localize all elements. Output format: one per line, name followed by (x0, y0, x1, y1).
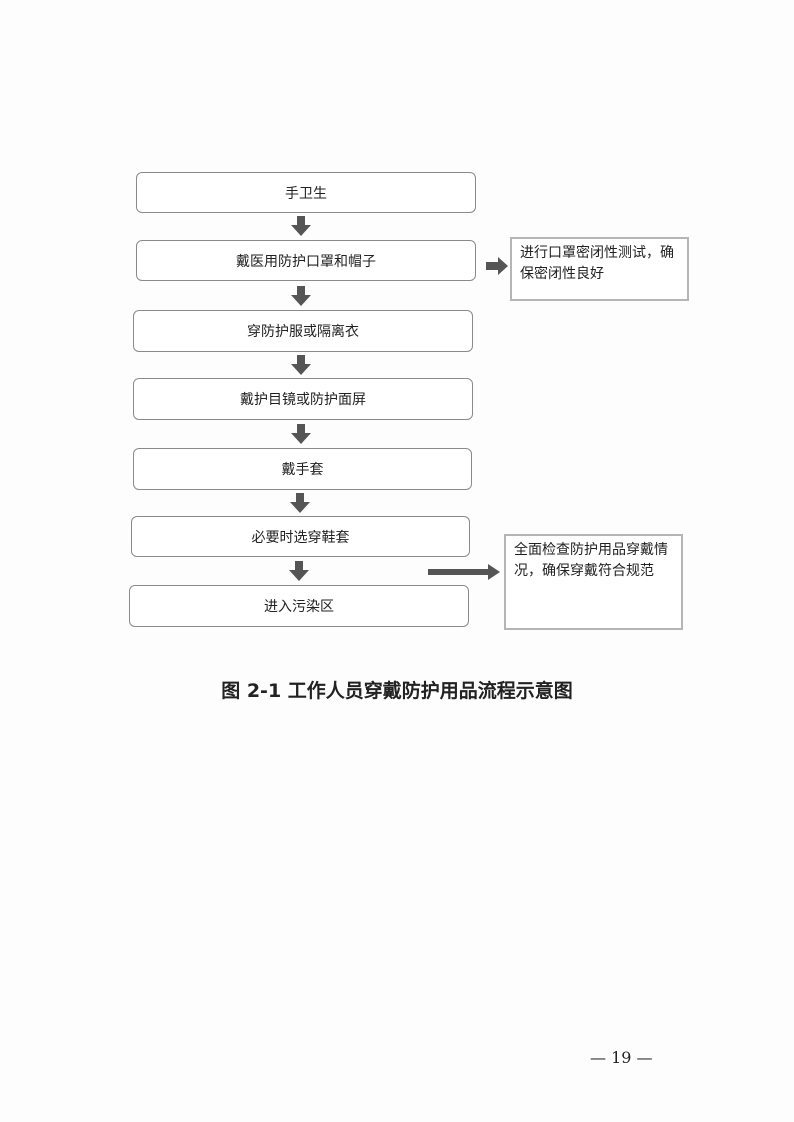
step-label: 穿防护服或隔离衣 (247, 324, 359, 340)
step-label: 手卫生 (285, 185, 327, 202)
arrow-right-icon (486, 257, 508, 275)
step-mask-cap: 戴医用防护口罩和帽子 (136, 240, 476, 281)
step-label: 戴护目镜或防护面屏 (240, 392, 366, 408)
page-number: — 19 — (590, 1048, 653, 1067)
step-gloves: 戴手套 (133, 448, 472, 490)
step-goggles: 戴护目镜或防护面屏 (133, 378, 473, 420)
arrow-down-icon (290, 493, 310, 513)
arrow-down-icon (291, 355, 311, 375)
note-text: 进行口罩密闭性测试，确保密闭性良好 (520, 245, 674, 282)
note-full-inspection: 全面检查防护用品穿戴情况，确保穿戴符合规范 (504, 534, 683, 630)
step-label: 戴医用防护口罩和帽子 (236, 253, 376, 270)
figure-caption: 图 2-1 工作人员穿戴防护用品流程示意图 (221, 680, 573, 702)
step-hand-hygiene: 手卫生 (136, 172, 476, 213)
step-shoe-covers: 必要时选穿鞋套 (131, 516, 470, 557)
step-enter-contaminated-zone: 进入污染区 (129, 585, 469, 627)
step-label: 必要时选穿鞋套 (251, 529, 350, 546)
arrow-down-icon (291, 286, 311, 306)
arrow-down-icon (291, 216, 311, 236)
step-gown: 穿防护服或隔离衣 (133, 310, 473, 352)
note-mask-seal-test: 进行口罩密闭性测试，确保密闭性良好 (510, 237, 689, 301)
step-label: 进入污染区 (264, 599, 334, 615)
arrow-right-icon (428, 564, 500, 580)
arrow-down-icon (289, 561, 309, 581)
arrow-down-icon (291, 424, 311, 444)
note-text: 全面检查防护用品穿戴情况，确保穿戴符合规范 (514, 542, 668, 579)
step-label: 戴手套 (281, 462, 324, 478)
